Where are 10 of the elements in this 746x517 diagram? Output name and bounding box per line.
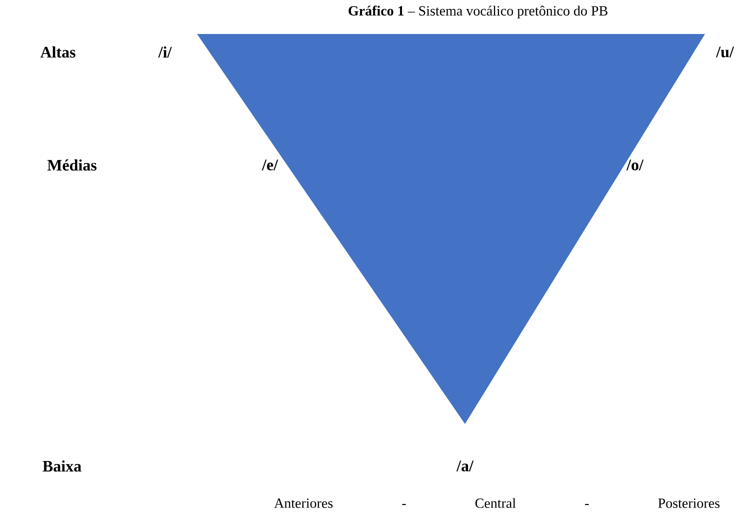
axis-caption: Anteriores - Central - Posteriores bbox=[274, 498, 720, 508]
vowel-label: /a/ bbox=[456, 460, 474, 472]
row-label: Baixa bbox=[42, 460, 82, 472]
vowel-label: /i/ bbox=[158, 46, 172, 58]
vowel-label: /o/ bbox=[626, 160, 644, 170]
vowel-label: /e/ bbox=[262, 160, 278, 170]
chart-title: Gráfico 1 – Sistema vocálico pretônico do PB bbox=[348, 6, 608, 18]
row-label: Médias bbox=[47, 159, 96, 171]
row-label: Altas bbox=[40, 46, 76, 58]
triangle-shape bbox=[197, 34, 705, 424]
